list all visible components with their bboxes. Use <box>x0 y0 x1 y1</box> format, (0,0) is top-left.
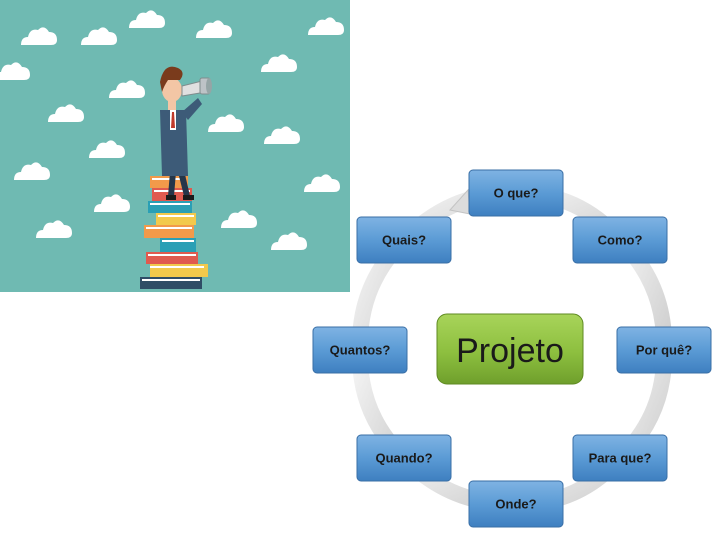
cloud-icon <box>129 10 165 28</box>
cycle-node: Para que? <box>572 434 668 482</box>
binoculars-icon <box>181 77 212 97</box>
cycle-node-box <box>616 326 712 374</box>
cycle-node-label: Como? <box>598 233 643 248</box>
cloud-icon <box>304 174 340 192</box>
clouds <box>0 10 344 250</box>
cycle-node-label: Quantos? <box>330 343 391 358</box>
center-node: Projeto <box>436 313 584 385</box>
cloud-icon <box>81 27 117 45</box>
cycle-node: Quais? <box>356 216 452 264</box>
cycle-node: Quando? <box>356 434 452 482</box>
cycle-node-box <box>356 216 452 264</box>
cycle-node-box <box>468 480 564 528</box>
center-node-label: Projeto <box>456 332 564 370</box>
book-stack-icon <box>140 176 208 289</box>
cloud-icon <box>109 80 145 98</box>
cycle-node-box <box>572 216 668 264</box>
cycle-node: Quantos? <box>312 326 408 374</box>
cycle-node: Onde? <box>468 480 564 528</box>
cloud-icon <box>14 162 50 180</box>
cloud-icon <box>208 114 244 132</box>
cloud-icon <box>261 54 297 72</box>
cloud-icon <box>48 104 84 122</box>
cycle-node-label: Quais? <box>382 233 426 248</box>
cloud-icon <box>0 62 30 80</box>
cycle-node-label: Por quê? <box>636 343 692 358</box>
cycle-nodes: O que? Como? Por quê? Para que? Onde? Quando?… <box>312 169 712 528</box>
cycle-node-label: Onde? <box>495 497 536 512</box>
illustration <box>0 0 350 292</box>
cloud-icon <box>264 126 300 144</box>
cloud-icon <box>196 20 232 38</box>
cloud-icon <box>308 17 344 35</box>
cycle-node-label: Quando? <box>375 451 432 466</box>
cycle-node-box <box>468 169 564 217</box>
question-cycle-diagram: O que? Como? Por quê? Para que? Onde? Quando?… <box>312 169 712 528</box>
cycle-node-label: O que? <box>494 186 539 201</box>
cycle-node-box <box>312 326 408 374</box>
cloud-icon <box>36 220 72 238</box>
cycle-node: O que? <box>468 169 564 217</box>
cycle-node-box <box>572 434 668 482</box>
man-with-binoculars-icon <box>160 66 212 200</box>
cycle-node-label: Para que? <box>589 451 652 466</box>
cycle-node: Por quê? <box>616 326 712 374</box>
cloud-icon <box>271 232 307 250</box>
cycle-node-box <box>356 434 452 482</box>
cycle-node: Como? <box>572 216 668 264</box>
cloud-icon <box>21 27 57 45</box>
cloud-icon <box>89 140 125 158</box>
cloud-icon <box>221 210 257 228</box>
cloud-icon <box>94 194 130 212</box>
